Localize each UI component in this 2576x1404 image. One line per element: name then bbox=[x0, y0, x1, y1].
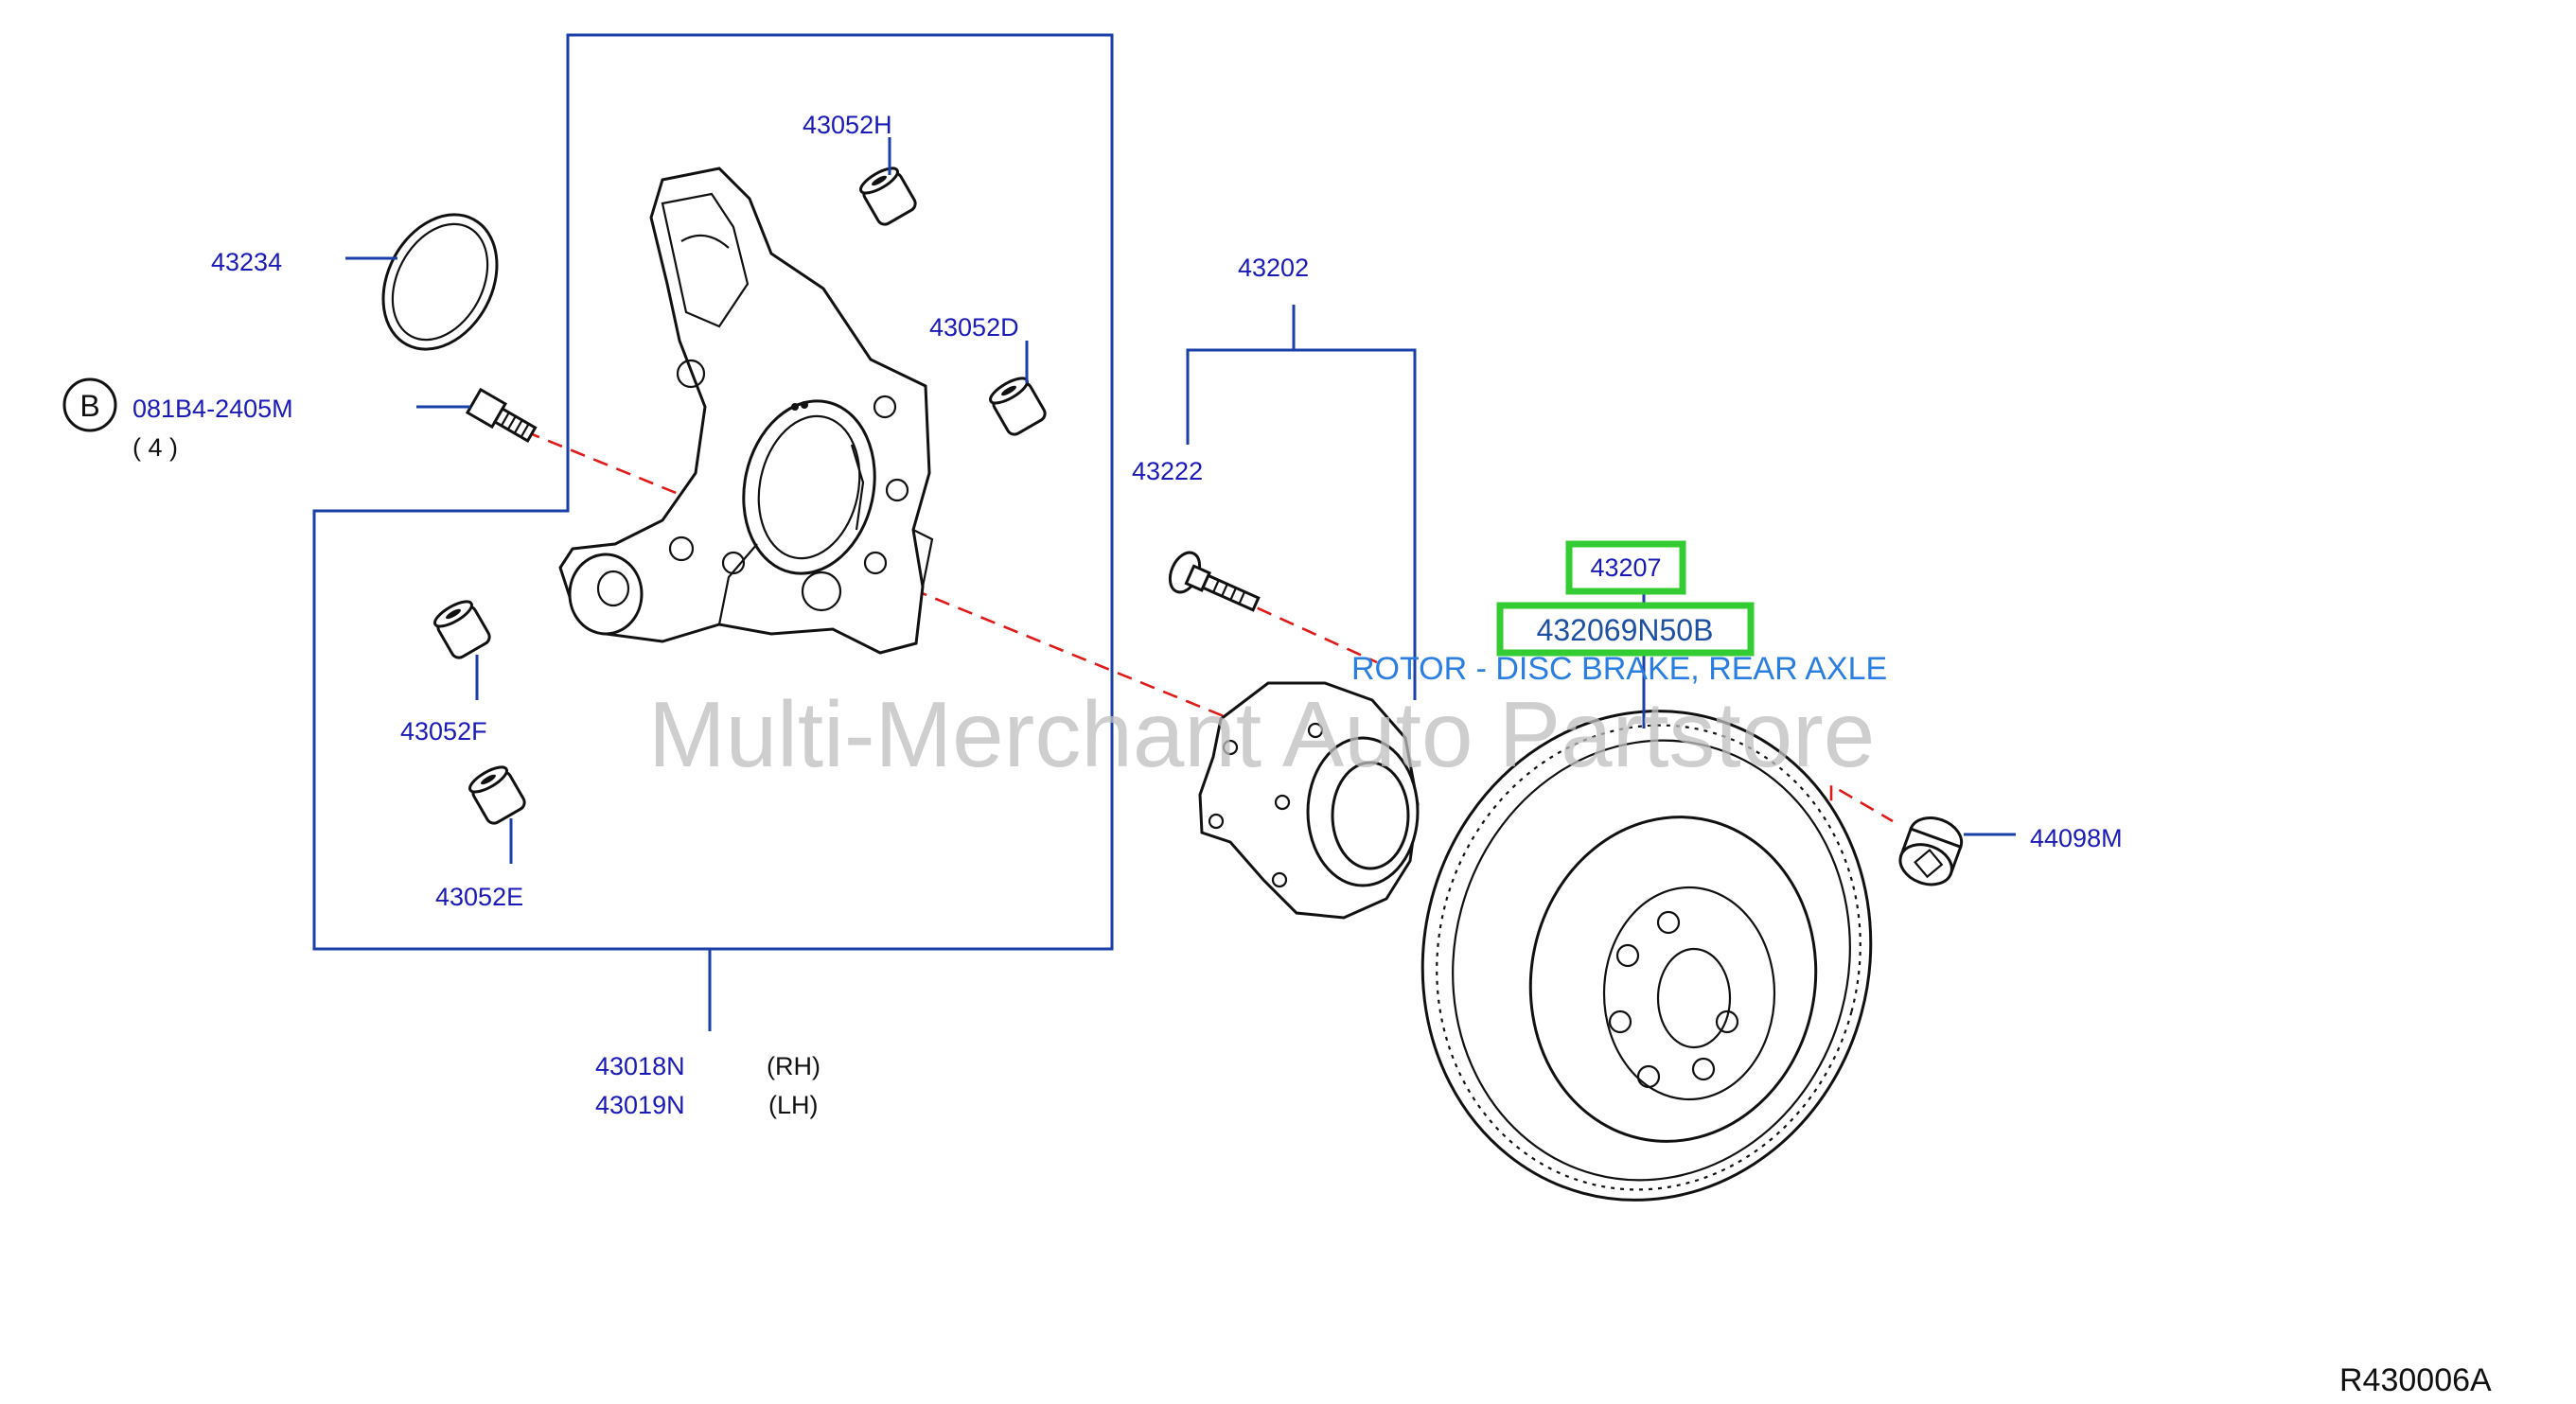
bushing-43052e-part bbox=[468, 765, 526, 825]
label-43052f[interactable]: 43052F bbox=[400, 717, 487, 746]
label-43207[interactable]: 43207 bbox=[1590, 553, 1661, 582]
label-43018n[interactable]: 43018N bbox=[595, 1052, 685, 1080]
hub-group-bracket bbox=[1186, 348, 1417, 700]
diagram-reference-code: R430006A bbox=[2339, 1362, 2492, 1398]
label-43019n[interactable]: 43019N bbox=[595, 1091, 685, 1119]
hub-bolt-part bbox=[1168, 551, 1261, 612]
axis-dash-hub-bolt bbox=[1234, 596, 1378, 664]
label-43052d[interactable]: 43052D bbox=[929, 313, 1019, 342]
watermark-text: Multi-Merchant Auto Partstore bbox=[648, 682, 1875, 786]
label-rh: (RH) bbox=[767, 1052, 820, 1080]
label-44098m[interactable]: 44098M bbox=[2030, 824, 2123, 852]
hub-bearing-part bbox=[1198, 681, 1420, 920]
label-43052e[interactable]: 43052E bbox=[435, 883, 523, 911]
knuckle-bolt-part bbox=[465, 387, 538, 443]
label-lh: (LH) bbox=[768, 1091, 819, 1119]
b-circle-letter: B bbox=[79, 389, 99, 423]
label-43202[interactable]: 43202 bbox=[1238, 254, 1309, 282]
bushing-43052h-part bbox=[859, 167, 917, 226]
bushing-43052d-part bbox=[989, 377, 1047, 436]
label-43052h[interactable]: 43052H bbox=[803, 111, 892, 139]
bushing-43052f-part bbox=[433, 600, 491, 659]
knuckle-group-bracket bbox=[312, 33, 1114, 951]
label-081b4-2405m[interactable]: 081B4-2405M bbox=[132, 395, 293, 423]
label-43222[interactable]: 43222 bbox=[1132, 457, 1203, 485]
highlight-box-part-number bbox=[1496, 602, 1755, 657]
seal-ring-part bbox=[381, 213, 499, 351]
label-bolt-quantity: ( 4 ) bbox=[132, 433, 178, 462]
steering-knuckle-part bbox=[558, 167, 934, 655]
hub-cap-part bbox=[1898, 816, 1964, 886]
selected-part-description: ROTOR - DISC BRAKE, REAR AXLE bbox=[1351, 651, 1887, 687]
highlight-box-43207 bbox=[1565, 540, 1686, 595]
b-circle-marker bbox=[62, 377, 117, 432]
axis-dash-bolt bbox=[524, 430, 1250, 728]
label-43234[interactable]: 43234 bbox=[211, 248, 282, 276]
brake-rotor-part bbox=[1420, 710, 1873, 1202]
selected-part-number[interactable]: 432069N50B bbox=[1537, 613, 1714, 647]
